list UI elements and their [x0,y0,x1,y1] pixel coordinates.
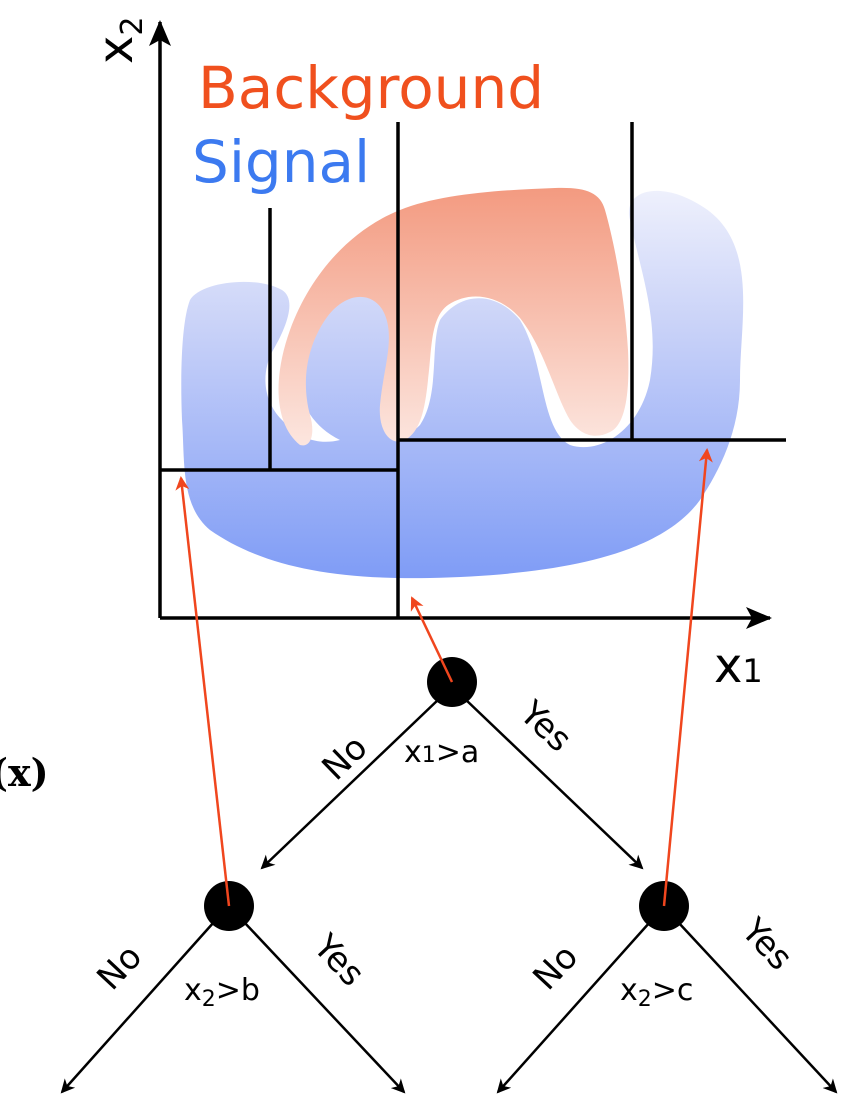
right-yes-label: Yes [733,910,800,978]
left-condition-rest: >b [216,973,260,1008]
svg-text:x2: x2 [88,17,150,65]
pointer-right [662,448,713,907]
pointer-root [410,596,454,683]
right-condition-base: x [620,973,638,1008]
edge-root-no [260,697,441,870]
left-condition: x2>b [184,973,260,1012]
x-axis-label-base: x [714,638,742,694]
left-fragment: (x) [0,750,49,795]
y-axis-label-base: x [88,36,144,64]
legend-background: Background [198,54,544,122]
edge-right-no [496,921,651,1094]
root-condition: x1>a [404,735,479,770]
right-no-label: No [525,937,586,998]
background-region [278,187,629,446]
root-no-label: No [314,728,375,789]
root-condition-sub: 1 [422,743,436,768]
x-axis-label-sub: 1 [742,652,762,690]
legend-signal: Signal [192,128,370,196]
root-yes-label: Yes [511,693,579,760]
left-condition-sub: 2 [202,987,216,1012]
y-axis-label-sub: 2 [115,17,150,36]
right-condition-rest: >c [652,973,694,1008]
left-no-label: No [89,937,150,998]
left-condition-base: x [184,973,202,1008]
edge-left-no [60,921,215,1094]
root-condition-rest: >a [436,735,480,770]
edge-root-yes [463,697,644,870]
edge-right-yes [677,921,838,1094]
left-yes-label: Yes [305,926,372,994]
x-axis-label: x1 [714,638,763,694]
signal-region [181,190,744,579]
y-axis-label: x2 [88,17,150,65]
right-condition: x2>c [620,973,693,1012]
edge-left-yes [243,921,406,1094]
right-condition-sub: 2 [638,987,652,1012]
root-condition-base: x [404,735,422,770]
pointer-left [175,476,231,907]
